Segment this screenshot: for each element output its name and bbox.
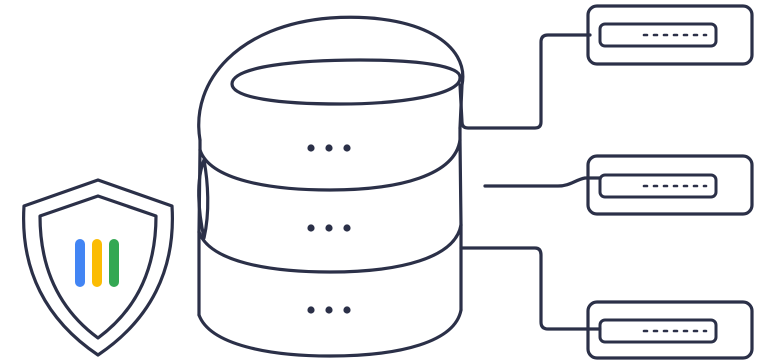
ellipsis-dot [343,144,350,151]
database-icon [199,17,463,356]
database-tier-dots [307,144,350,313]
connectors [460,35,600,329]
record-card-outline [588,156,752,214]
ellipsis-dot [343,224,350,231]
connector-middle [485,178,600,186]
record-card-icon [588,302,752,358]
ellipsis-icon [307,224,350,231]
database-right-wall-2 [460,140,461,225]
ellipsis-dot [307,306,314,313]
connector-top [460,35,590,128]
database-bottom [199,310,461,356]
ellipsis-dot [307,224,314,231]
ellipsis-dot [325,144,332,151]
record-cards [588,6,752,358]
record-card-outline [588,6,752,64]
ellipsis-dot [325,306,332,313]
database-top-rim [199,17,463,140]
connector-bottom [461,248,600,329]
shield-color-bars [80,244,114,282]
record-card-icon [588,156,752,214]
record-card-outline [588,302,752,358]
ellipsis-icon [307,306,350,313]
database-tier-divider-2 [199,225,461,272]
shield-icon [24,180,173,355]
ellipsis-dot [307,144,314,151]
ellipsis-dot [343,306,350,313]
ellipsis-icon [307,144,350,151]
record-card-icon [588,6,752,64]
ellipsis-dot [325,224,332,231]
database-top-inner-ellipse [232,60,460,104]
database-tier-divider-1 [200,128,460,190]
